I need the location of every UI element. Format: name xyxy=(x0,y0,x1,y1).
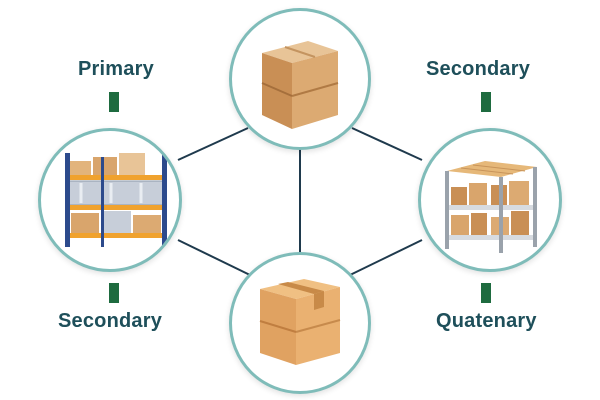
node-left xyxy=(38,128,182,272)
pallet-rack-icon xyxy=(65,153,167,247)
cardboard-box-icon xyxy=(261,41,339,129)
link-right-bottom xyxy=(349,239,423,276)
node-right xyxy=(418,128,562,272)
label-bottom-left: Secondary xyxy=(58,310,163,332)
taped-box-icon xyxy=(259,279,341,365)
tick-top-left xyxy=(109,92,119,112)
tick-bottom-left xyxy=(109,283,119,303)
shelving-unit-icon xyxy=(445,161,537,253)
link-top-left xyxy=(177,127,249,161)
label-top-right: Secondary xyxy=(426,58,531,80)
tick-top-right xyxy=(481,92,491,112)
label-top-left: Primary xyxy=(78,58,154,80)
link-top-right xyxy=(351,127,423,161)
node-bottom xyxy=(229,252,371,394)
node-top xyxy=(229,8,371,150)
label-bottom-right: Quatenary xyxy=(436,310,537,332)
tick-bottom-right xyxy=(481,283,491,303)
link-left-bottom xyxy=(177,239,251,276)
